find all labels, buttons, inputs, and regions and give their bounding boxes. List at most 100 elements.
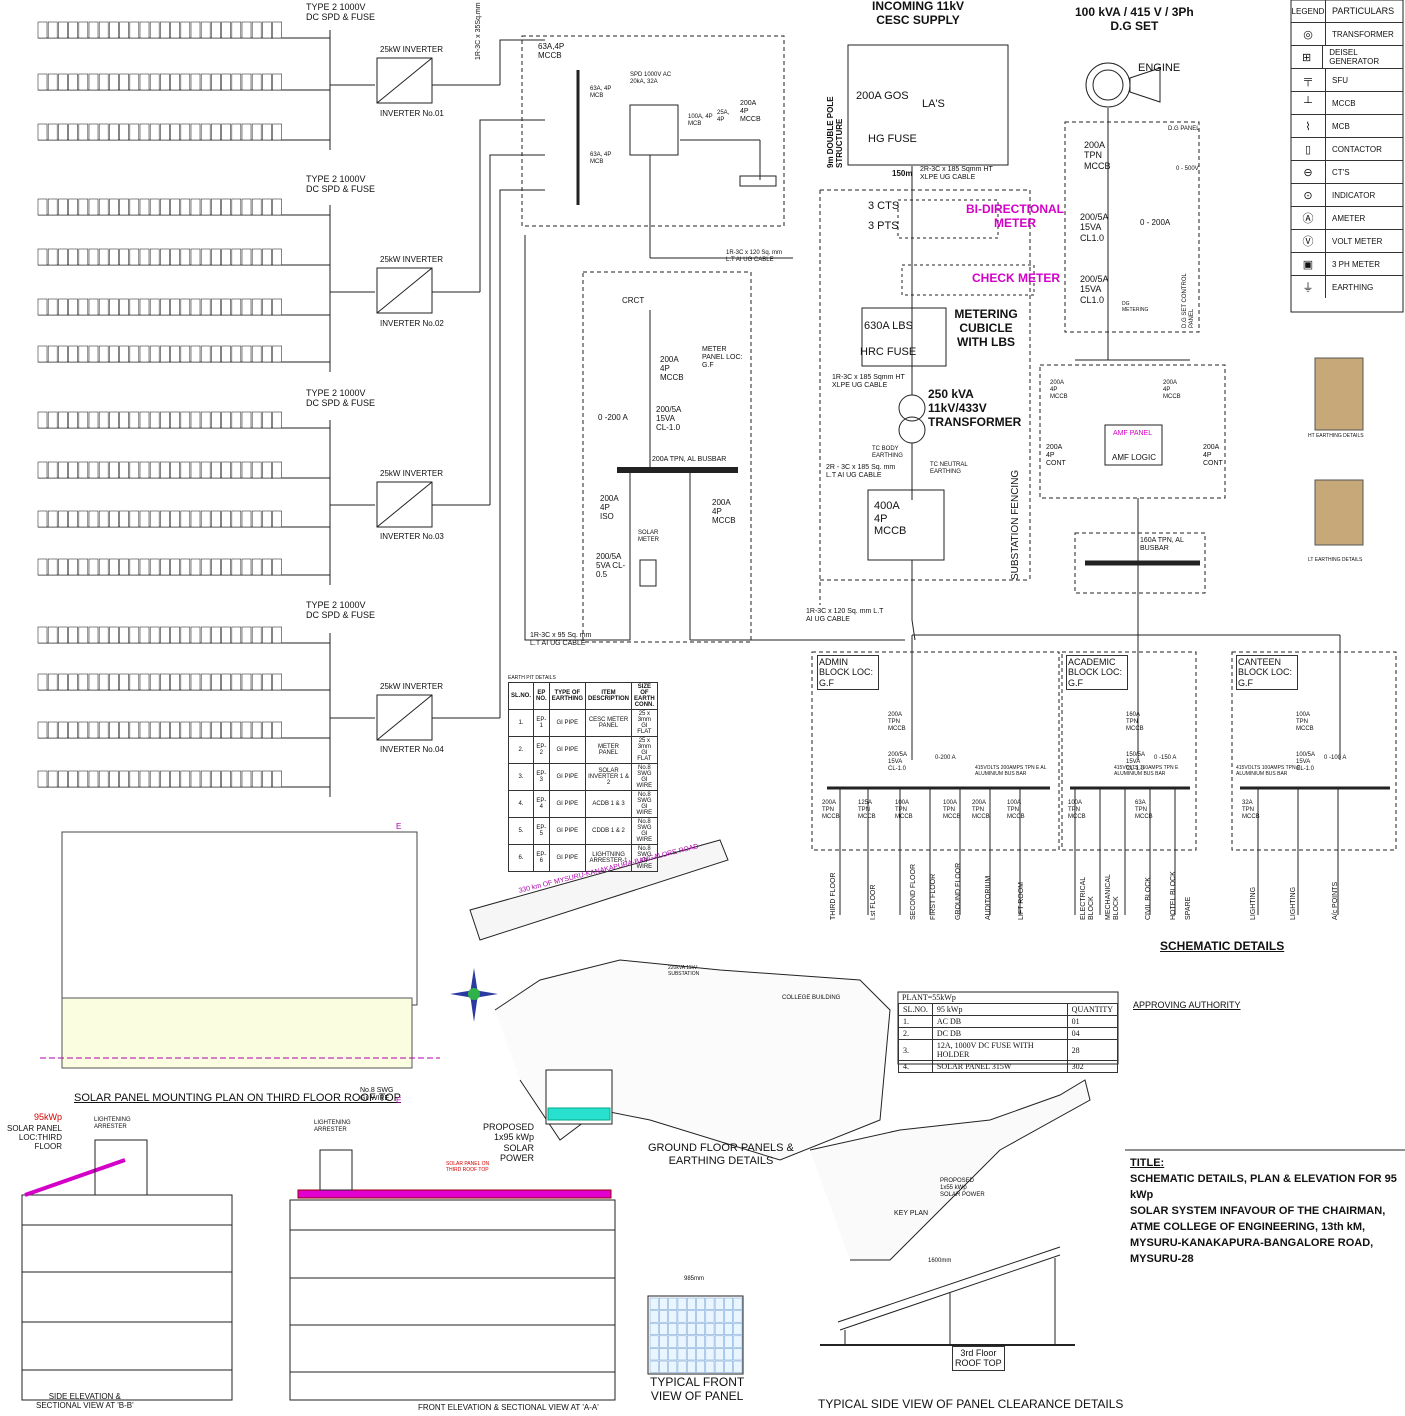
pv-module bbox=[78, 770, 89, 788]
pv-module bbox=[262, 298, 272, 316]
pv-module bbox=[262, 721, 272, 739]
pv-module bbox=[262, 73, 272, 91]
pv-module bbox=[262, 558, 272, 576]
dc-cable-label: 1R-3C x 35Sq.mm L.T AI UG CABLE bbox=[475, 0, 482, 60]
pv-module bbox=[160, 73, 170, 91]
pv-module bbox=[78, 198, 89, 216]
pv-module bbox=[190, 298, 201, 316]
pv-string-row bbox=[37, 73, 290, 91]
pv-module bbox=[211, 721, 221, 739]
table-cell: 2. bbox=[507, 736, 535, 764]
pv-module bbox=[251, 461, 262, 479]
pv-module bbox=[68, 298, 78, 316]
table-cell: LIGHTNING ARRESTER-1 bbox=[585, 844, 633, 872]
pv-module bbox=[231, 411, 242, 429]
table-cell: GI PIPE bbox=[548, 790, 587, 818]
pv-module bbox=[78, 298, 89, 316]
pv-module bbox=[58, 510, 68, 528]
title-line-2: SOLAR SYSTEM INFAVOUR OF THE CHAIRMAN, bbox=[1130, 1204, 1386, 1217]
pv-module bbox=[47, 770, 58, 788]
pv-module bbox=[78, 558, 89, 576]
hg-fuse-label: HG FUSE bbox=[868, 133, 917, 145]
table-cell: EP-4 bbox=[533, 790, 550, 818]
table-cell: No.8 SWG GI WIRE bbox=[631, 790, 658, 818]
pv-module bbox=[221, 461, 231, 479]
pv-module bbox=[88, 673, 99, 691]
legend-item: ⊞DEISEL GENERATOR bbox=[1291, 45, 1403, 68]
amf-cont-left: 200A 4P CONT bbox=[1046, 444, 1066, 468]
block-ct: 200/5A 15VA CL-1.0 bbox=[888, 752, 907, 772]
panel-cell bbox=[686, 1297, 696, 1310]
acdb-mcb-top: 63A, 4P MCB bbox=[590, 86, 612, 99]
block-feeder: 100A TPN MCCB bbox=[943, 800, 961, 820]
pv-module bbox=[109, 411, 119, 429]
legend-symbol-icon: ⊖ bbox=[1291, 161, 1326, 183]
mp-ct2: 200/5A 5VA CL-0.5 bbox=[596, 552, 626, 580]
pv-module bbox=[160, 123, 170, 141]
pv-module bbox=[129, 345, 140, 363]
cable-length: 150m bbox=[892, 169, 913, 178]
pv-module bbox=[149, 510, 160, 528]
pole-structure: 9m DOUBLE POLE STRUCTURE bbox=[826, 96, 845, 168]
pv-module bbox=[119, 123, 129, 141]
pv-module bbox=[47, 721, 58, 739]
pv-module bbox=[109, 558, 119, 576]
pv-module bbox=[149, 248, 160, 266]
pv-module bbox=[139, 510, 150, 528]
panel-cell bbox=[696, 1310, 706, 1323]
site-title: GROUND FLOOR PANELS &EARTHING DETAILS bbox=[648, 1142, 794, 1167]
pv-module bbox=[88, 558, 99, 576]
pv-module bbox=[149, 411, 160, 429]
pv-module bbox=[129, 510, 140, 528]
site-substation: 220kVA 11kV SUBSTATION bbox=[668, 965, 700, 977]
legend-item: ⏚EARTHING bbox=[1291, 275, 1403, 298]
pv-module bbox=[262, 123, 272, 141]
block-feeder: 100A TPN MCCB bbox=[1068, 800, 1086, 820]
pv-module bbox=[241, 461, 252, 479]
title-block: TITLE: SCHEMATIC DETAILS, PLAN & ELEVATI… bbox=[1130, 1156, 1402, 1268]
hrc-fuse-label: HRC FUSE bbox=[860, 346, 917, 358]
pv-module bbox=[170, 21, 180, 39]
pv-module bbox=[47, 673, 58, 691]
pv-module bbox=[139, 73, 150, 91]
panel-cell bbox=[714, 1360, 724, 1373]
pv-module bbox=[251, 198, 262, 216]
panel-cell bbox=[696, 1297, 706, 1310]
pv-module bbox=[109, 298, 119, 316]
block-feeder: 32A TPN MCCB bbox=[1242, 800, 1260, 820]
dg-voltmeter: 0 - 500V bbox=[1176, 166, 1199, 172]
pv-module bbox=[98, 123, 109, 141]
pv-module bbox=[78, 626, 89, 644]
block-name: CANTEEN BLOCK LOC: G.F bbox=[1236, 655, 1298, 691]
table-cell: 3. bbox=[898, 1039, 933, 1061]
dg-metering: DG METERING bbox=[1122, 301, 1149, 313]
pv-module bbox=[88, 510, 99, 528]
ht-cable-1: 2R-3C x 185 Sqmm HT XLPE UG CABLE bbox=[920, 166, 993, 182]
pv-string-row bbox=[37, 123, 290, 141]
section-marker-e-bottom: E bbox=[396, 1096, 402, 1105]
pv-module bbox=[58, 411, 68, 429]
pv-string-row bbox=[37, 298, 290, 316]
block-output: HOTEL BLOCK bbox=[1170, 871, 1177, 920]
inverter-label-2: INVERTER No.02 bbox=[380, 319, 444, 328]
pv-module bbox=[119, 721, 129, 739]
pv-module bbox=[58, 721, 68, 739]
pv-module bbox=[47, 198, 58, 216]
pv-module bbox=[221, 345, 231, 363]
pv-module bbox=[190, 248, 201, 266]
pv-module bbox=[139, 411, 150, 429]
table-cell: 1. bbox=[898, 1015, 933, 1028]
pv-module bbox=[231, 558, 242, 576]
pv-module bbox=[119, 298, 129, 316]
dg-busbar: 160A TPN, AL BUSBAR bbox=[1140, 537, 1184, 553]
pv-module bbox=[98, 558, 109, 576]
las-label: LA'S bbox=[922, 98, 945, 110]
pv-module bbox=[180, 123, 191, 141]
legend-item: ⌇MCB bbox=[1291, 114, 1403, 137]
inverter-rating-1: 25kW INVERTER bbox=[380, 45, 443, 54]
pv-module bbox=[129, 198, 140, 216]
